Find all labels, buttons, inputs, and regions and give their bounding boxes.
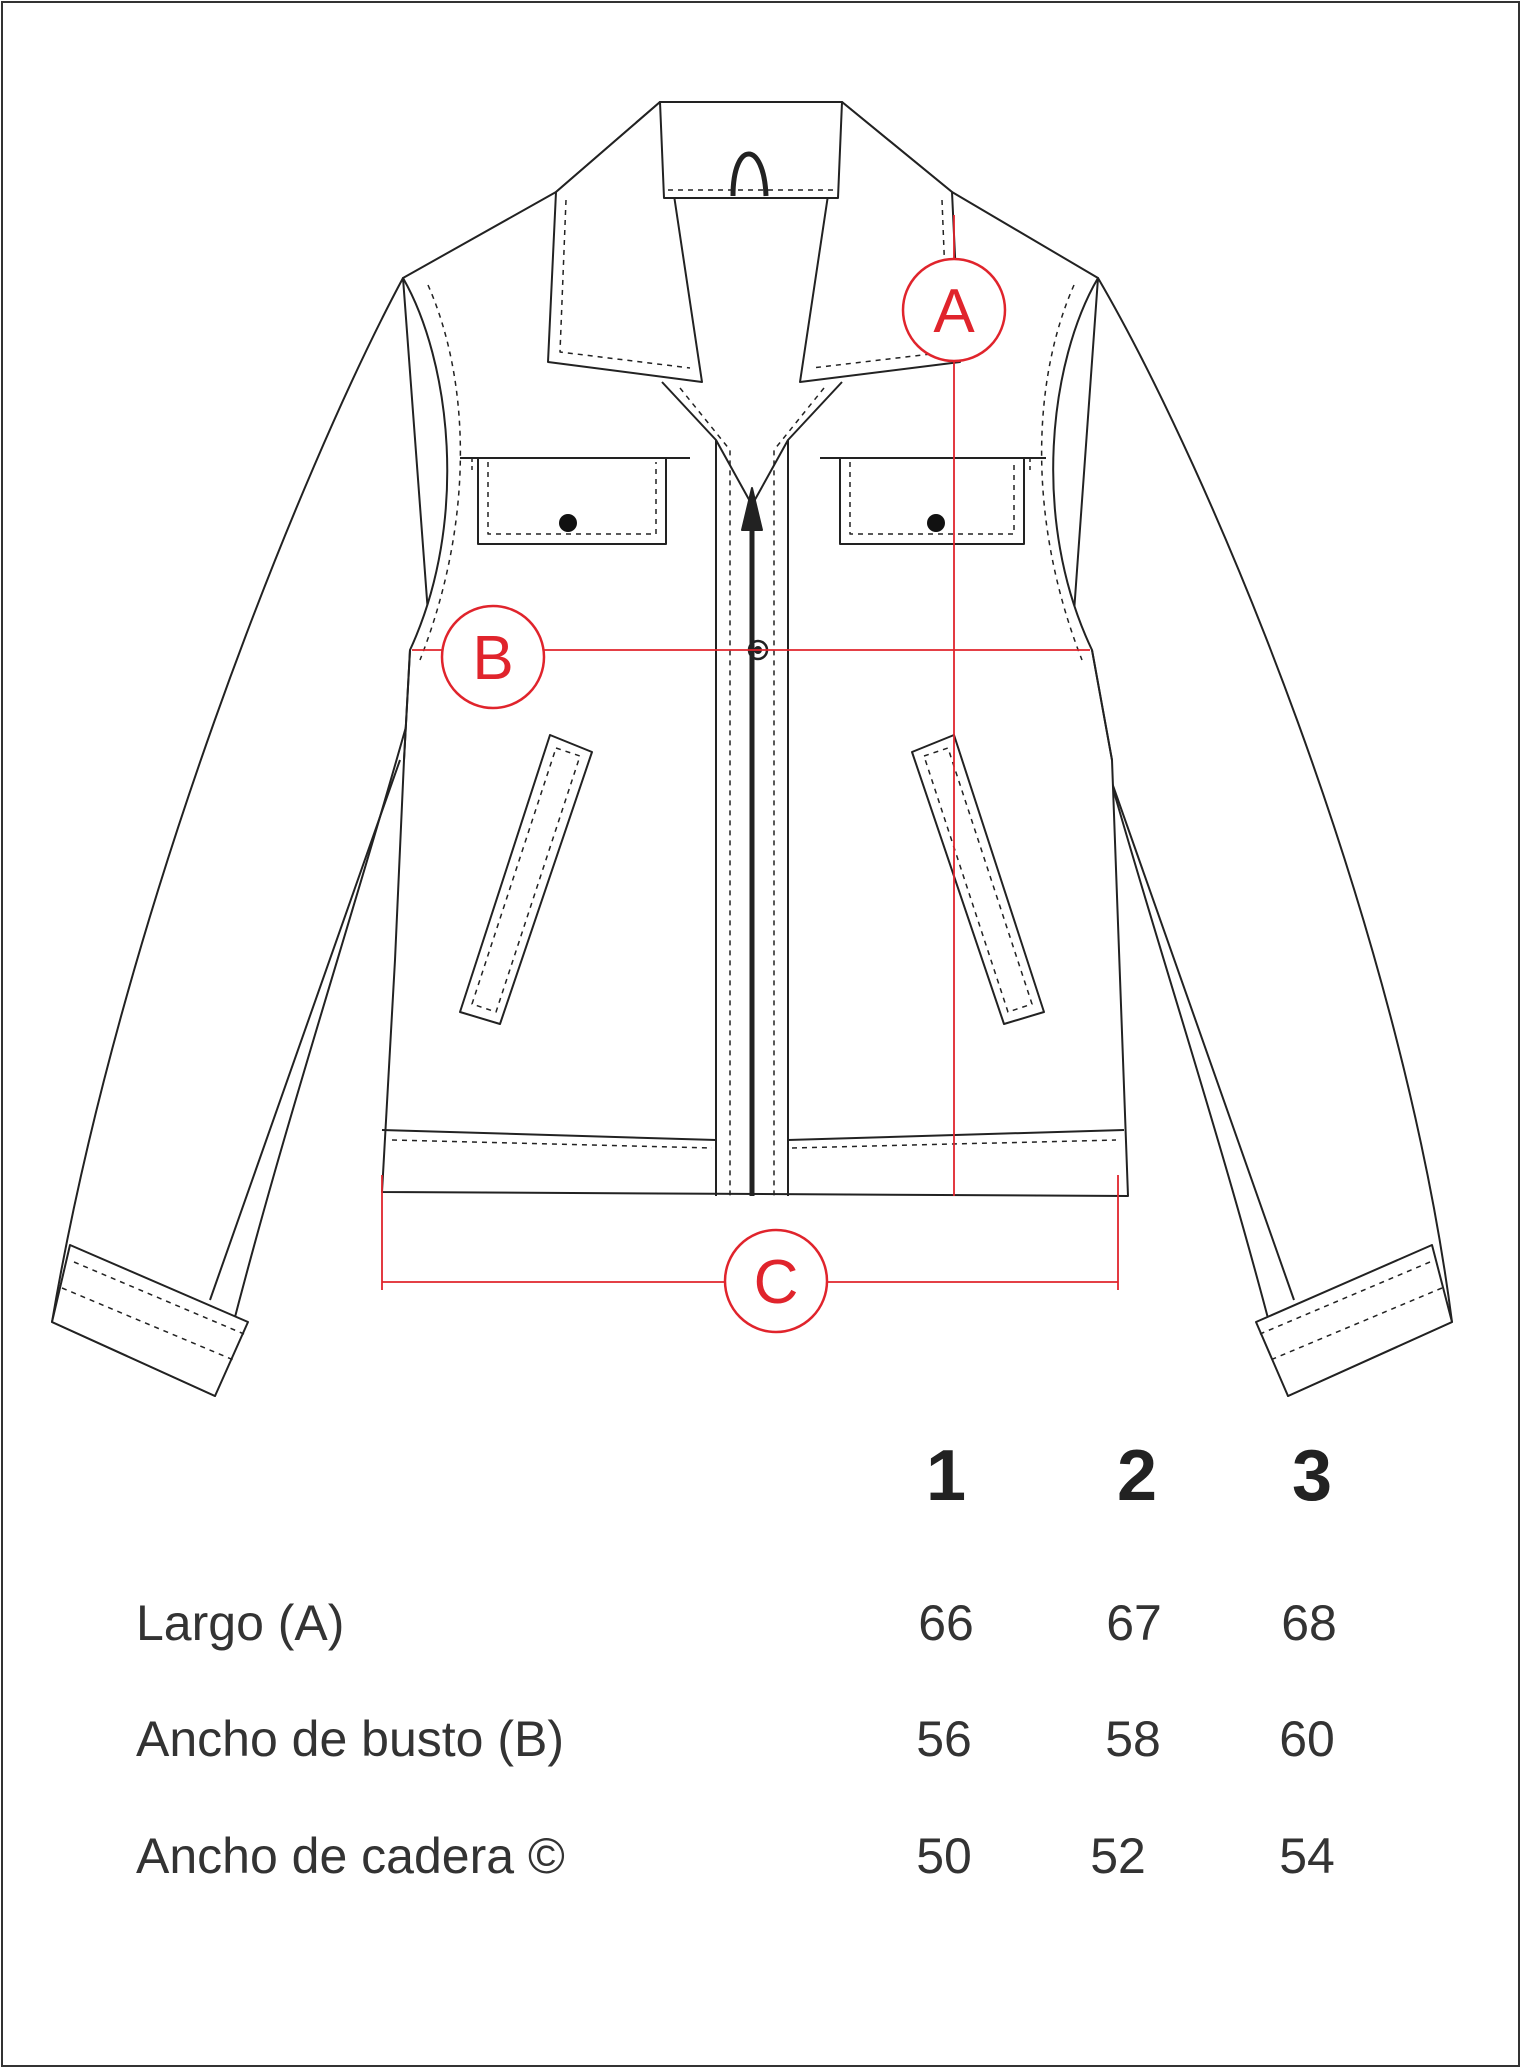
right-welt-pocket (911, 734, 1045, 1025)
left-welt-pocket (459, 734, 593, 1025)
marker-c: C (723, 1228, 829, 1334)
size-header-3: 3 (1291, 1436, 1333, 1516)
row-label-length: Largo (A) (136, 1595, 345, 1651)
cell-length-1: 66 (918, 1595, 974, 1651)
cell-length-3: 68 (1281, 1595, 1337, 1651)
marker-b-label: B (472, 624, 513, 693)
cell-hip-1: 50 (916, 1828, 972, 1884)
marker-c-label: C (754, 1248, 799, 1317)
yoke-stitch (471, 458, 1031, 470)
cell-length-2: 67 (1106, 1595, 1162, 1651)
right-chest-pocket (839, 457, 1025, 545)
cell-bust-2: 58 (1105, 1711, 1161, 1767)
marker-a-label: A (933, 277, 975, 346)
cell-bust-3: 60 (1279, 1711, 1335, 1767)
size-header-1: 1 (925, 1436, 967, 1516)
left-sleeve (51, 277, 431, 1397)
right-sleeve (1071, 277, 1453, 1397)
left-chest-pocket (477, 457, 667, 545)
row-label-hip: Ancho de cadera © (136, 1828, 565, 1884)
cell-bust-1: 56 (916, 1711, 972, 1767)
size-header-2: 2 (1116, 1436, 1158, 1516)
hem-band (381, 1129, 1125, 1149)
marker-a: A (901, 257, 1007, 363)
marker-b: B (440, 604, 546, 710)
row-label-bust: Ancho de busto (B) (136, 1711, 565, 1767)
cell-hip-3: 54 (1279, 1828, 1335, 1884)
zipper (741, 487, 769, 1196)
jacket-diagram: A B C (51, 101, 1453, 1397)
cell-hip-2: 52 (1090, 1828, 1146, 1884)
